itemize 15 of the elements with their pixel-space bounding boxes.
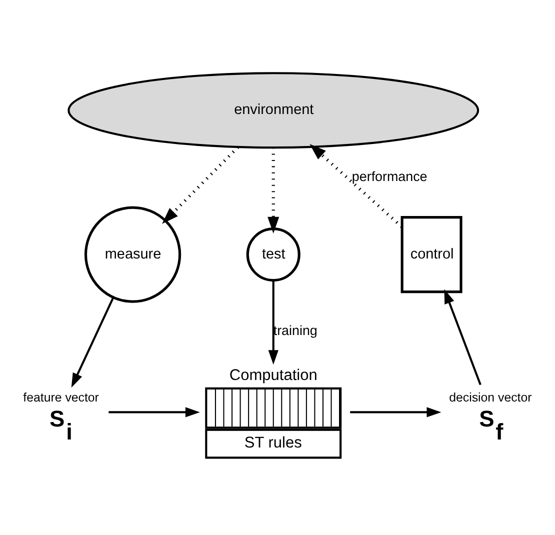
arrow (310, 144, 403, 228)
arrow (268, 280, 278, 364)
arrow (268, 147, 280, 233)
node-circle: test (246, 227, 300, 282)
node-label: decision vector (449, 390, 532, 404)
node-label: Computation (229, 366, 318, 384)
node-ellipse: environment (68, 72, 480, 148)
arrow (162, 146, 240, 224)
arrow (444, 288, 482, 385)
node-label: feature vector (23, 390, 99, 404)
arrow (108, 406, 200, 417)
edge-label: performance (352, 168, 428, 184)
arrow (350, 406, 442, 417)
node-box: control (400, 216, 462, 293)
arrow (71, 296, 114, 388)
